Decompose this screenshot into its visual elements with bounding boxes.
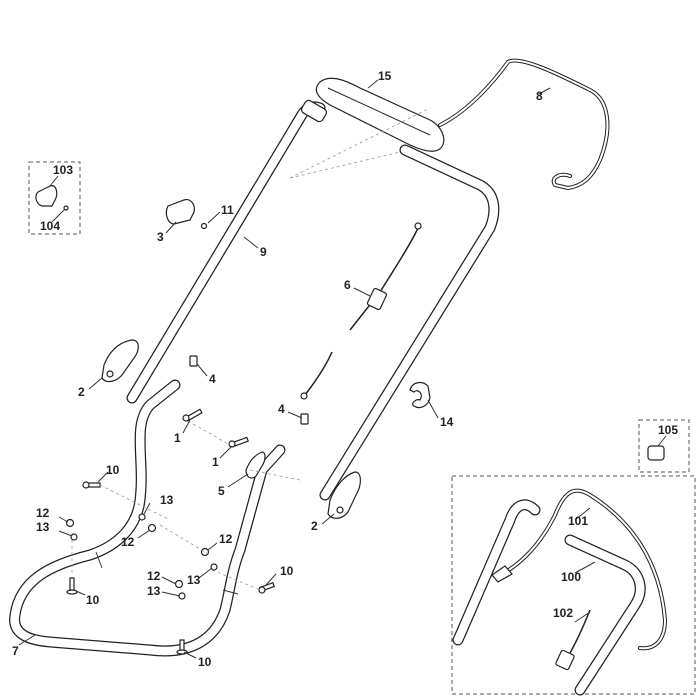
control-bail [289,58,610,190]
clamp-part-3 [165,199,195,225]
cable-lower-segment [300,351,333,400]
lever-part-5 [245,451,266,479]
label-part-104: 104 [40,219,60,233]
label-part-12-d: 12 [147,569,161,583]
label-part-6: 6 [344,278,351,292]
lever-part-2-right [327,471,361,519]
part-labels: 15 8 103 104 11 3 9 6 2 4 4 14 1 1 105 1… [12,69,678,669]
upper-handle-bar [126,99,500,501]
inset-box-100-101-102 [451,475,696,696]
label-part-12-c: 12 [219,532,233,546]
label-part-12-a: 12 [36,506,50,520]
label-part-3: 3 [157,230,164,244]
bolt-part-10-a [82,481,101,489]
label-part-10-d: 10 [198,655,212,669]
label-part-15: 15 [378,69,392,83]
bolt-part-1-b [228,436,249,448]
label-part-2-a: 2 [78,385,85,399]
washer-part-13-a [70,533,78,541]
label-part-2-b: 2 [311,519,318,533]
label-part-101: 101 [568,514,588,528]
washer-part-13-c [210,563,218,571]
handle-grip [315,77,445,152]
cable-adjuster [366,287,388,311]
label-part-13-a: 13 [36,520,50,534]
bolt-part-10-b [66,577,78,595]
label-part-8: 8 [536,89,543,103]
label-part-4-b: 4 [278,402,285,416]
bolt-part-1-a [182,408,203,422]
inset-box-103-104 [28,161,81,235]
label-part-5: 5 [218,484,225,498]
label-part-1-a: 1 [174,431,181,445]
label-part-4-a: 4 [209,372,216,386]
label-part-12-b: 12 [121,535,135,549]
nut-part-12-d [174,579,184,589]
screw-part-11 [200,222,208,230]
label-part-9: 9 [260,245,267,259]
label-part-105: 105 [658,423,678,437]
bolt-part-10-c [258,581,276,594]
label-part-11: 11 [221,203,234,217]
lower-handle-frame [9,379,286,657]
nut-part-12-a [65,518,75,528]
label-part-10-a: 10 [106,463,120,477]
label-part-10-b: 10 [86,593,100,607]
label-part-13-c: 13 [187,573,201,587]
bolt-part-10-d [176,639,188,655]
label-part-1-b: 1 [212,455,219,469]
label-part-7: 7 [12,644,19,658]
leader-lines [18,79,551,659]
label-part-102: 102 [553,606,573,620]
label-part-13-d: 13 [147,584,161,598]
label-part-14: 14 [440,415,454,429]
control-cable [349,222,422,331]
nut-part-4-b [300,413,309,425]
clip-part-14 [409,381,431,409]
label-part-10-c: 10 [280,564,294,578]
nut-part-12-b [147,523,157,533]
inset-box-105 [638,419,690,473]
label-part-100: 100 [561,570,581,584]
label-part-13-b: 13 [160,493,174,507]
label-part-103: 103 [53,163,73,177]
nut-part-12-c [200,547,210,557]
lever-part-2-left [101,339,139,383]
nut-part-4-a [189,355,198,367]
handle-end-cap [300,99,328,123]
washer-part-13-b [138,513,146,521]
